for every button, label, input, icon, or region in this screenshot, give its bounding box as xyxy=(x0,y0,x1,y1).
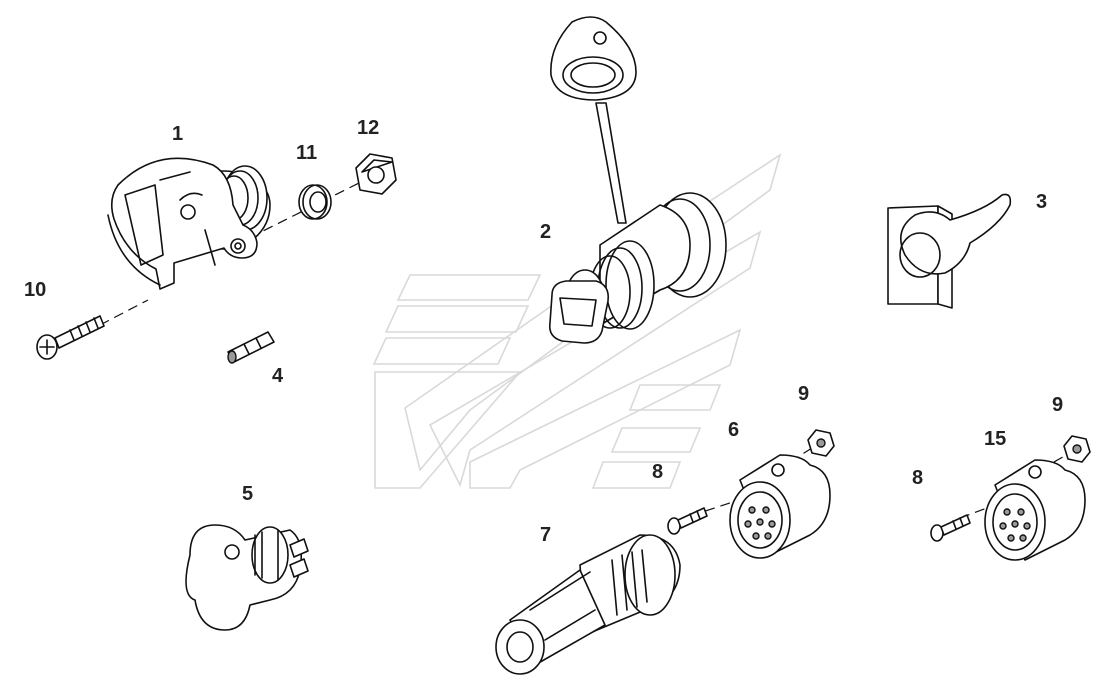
part-12-nut xyxy=(355,153,397,195)
part-3-cap xyxy=(887,193,1012,309)
part-7-plug xyxy=(495,534,681,675)
callout-4: 4 xyxy=(272,365,284,387)
callout-9a: 9 xyxy=(798,383,810,405)
part-15-round-socket xyxy=(984,459,1086,561)
callout-3: 3 xyxy=(1036,191,1048,213)
callout-7: 7 xyxy=(540,524,552,546)
axis-line-2 xyxy=(99,299,149,326)
callout-1: 1 xyxy=(172,123,184,145)
callout-8b: 8 xyxy=(912,467,924,489)
callout-2: 2 xyxy=(540,221,552,243)
part-9b-nut xyxy=(1063,435,1091,463)
part-8a-screw xyxy=(667,507,708,535)
part-6-round-socket xyxy=(729,454,831,559)
callout-11: 11 xyxy=(296,142,318,164)
callout-6: 6 xyxy=(728,419,740,441)
part-2-socket-with-cap xyxy=(548,16,727,344)
callout-5: 5 xyxy=(242,483,254,505)
callout-8a: 8 xyxy=(652,461,664,483)
callout-9b: 9 xyxy=(1052,394,1064,416)
part-5-small-socket xyxy=(185,524,309,631)
callout-10: 10 xyxy=(24,279,47,301)
part-1-socket xyxy=(107,157,271,290)
part-11-washer xyxy=(298,184,332,220)
part-10-screw xyxy=(36,315,105,360)
part-8b-screw xyxy=(930,514,971,542)
callout-15: 15 xyxy=(984,428,1007,450)
callout-12: 12 xyxy=(357,117,380,139)
part-9a-nut xyxy=(807,429,835,457)
part-4-pin xyxy=(227,331,275,364)
